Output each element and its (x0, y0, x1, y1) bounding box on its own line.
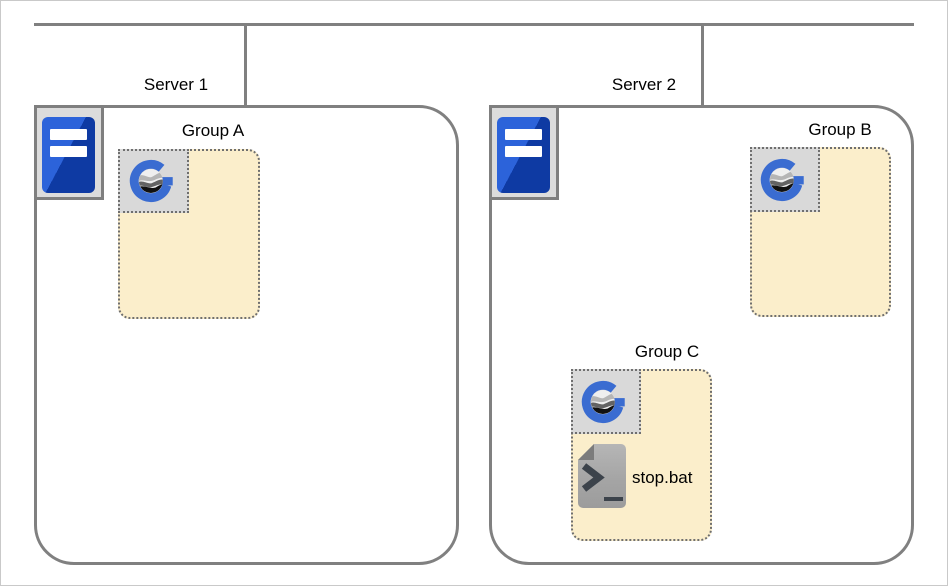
server2-label: Server 2 (611, 75, 677, 94)
groupC-g-globe-logo-icon (571, 369, 641, 434)
groupB-g-globe-logo-icon (750, 147, 820, 212)
server1-label: Server 1 (143, 75, 209, 94)
groupA-box (118, 149, 260, 319)
groupB-label: Group B (808, 120, 872, 139)
groupA-g-globe-logo-icon (118, 149, 189, 213)
server1-server-tower-icon (34, 105, 104, 200)
stop-bat-label: stop.bat (632, 468, 693, 487)
server2-server-tower-icon (489, 105, 559, 200)
network-drop-line-server1 (244, 23, 247, 105)
network-drop-line-server2 (701, 23, 704, 105)
server-tower-body (42, 117, 95, 193)
groupA-label: Group A (181, 121, 245, 140)
batch-script-icon (578, 444, 626, 508)
network-trunk-line (34, 23, 914, 26)
server-tower-slot (505, 129, 542, 140)
server-tower-slot (505, 146, 542, 157)
server-tower-body (497, 117, 550, 193)
server-tower-slot (50, 129, 87, 140)
server-tower-slot (50, 146, 87, 157)
groupC-label: Group C (634, 342, 700, 361)
